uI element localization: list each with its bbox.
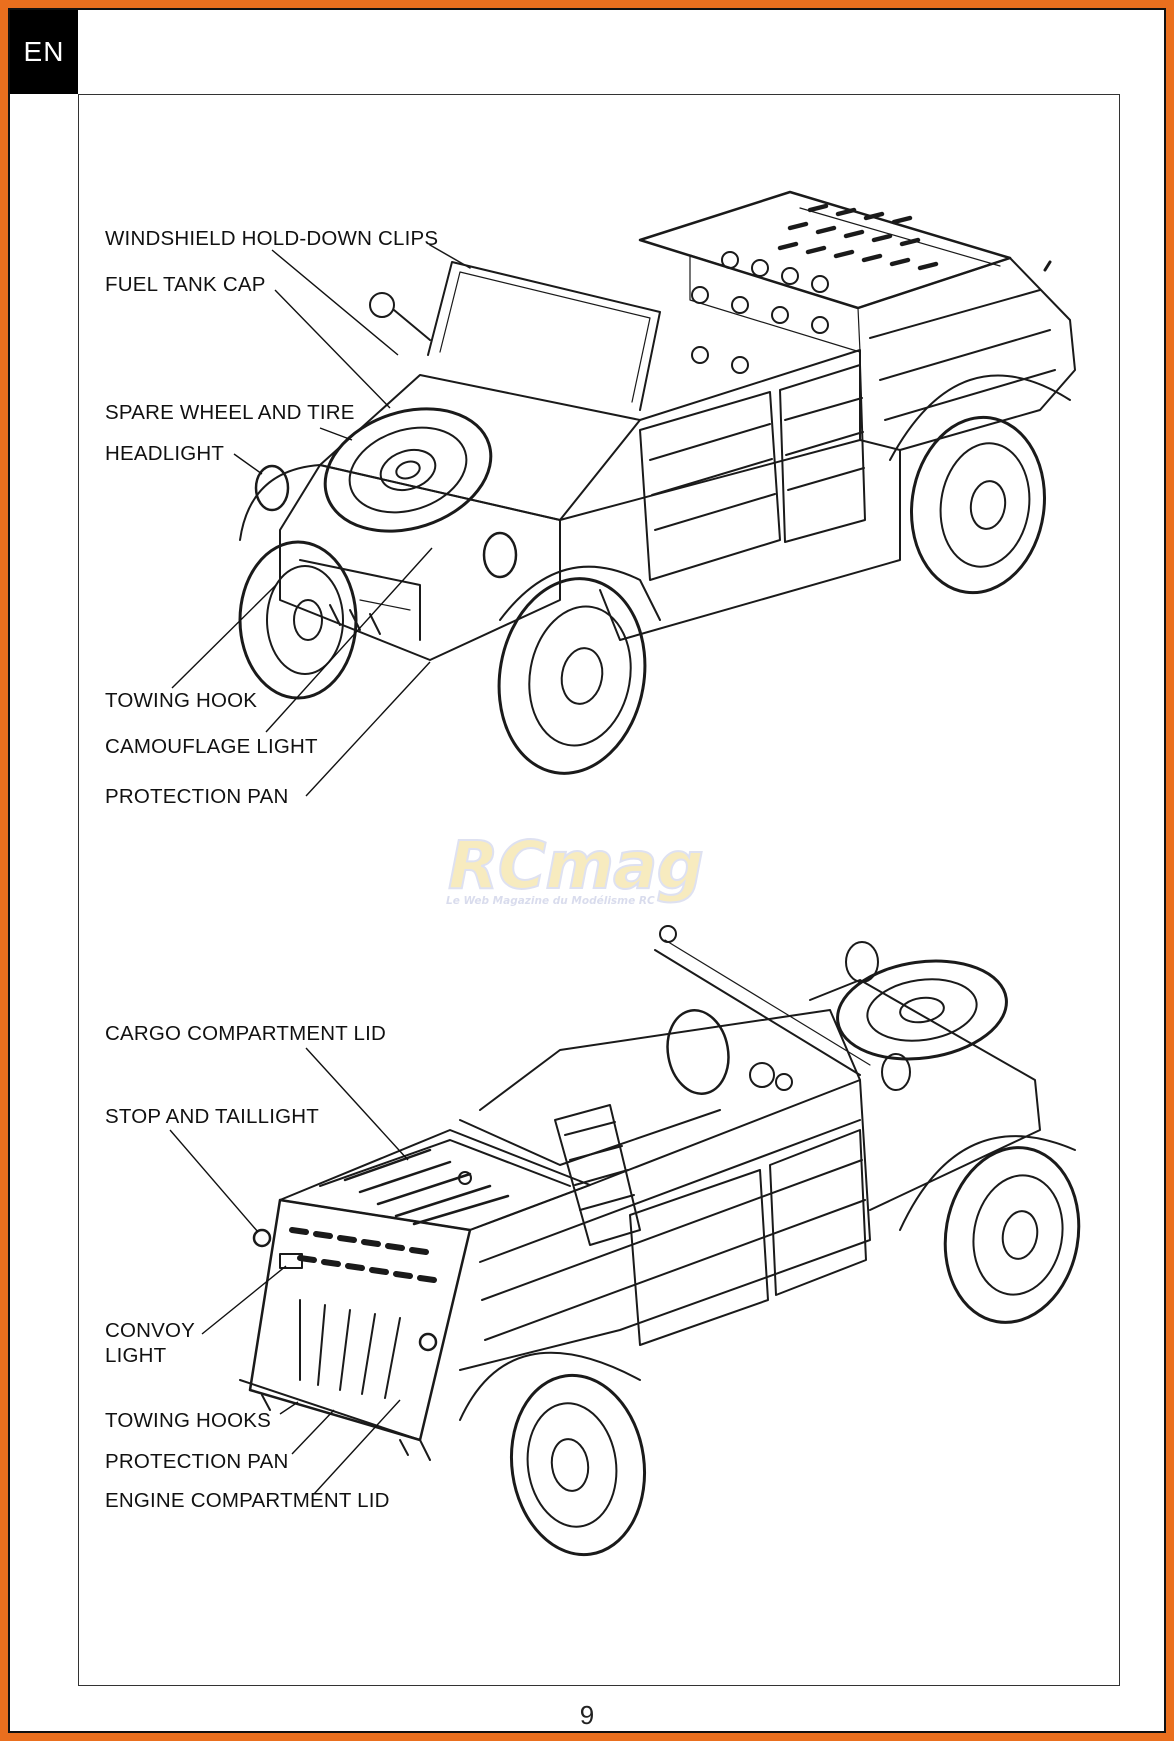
label-convoy-light-line2: LIGHT [105, 1344, 167, 1367]
leader-engine-lid [313, 1399, 401, 1495]
leader-headlight [233, 453, 263, 475]
label-windshield-hold-down-clips: WINDSHIELD HOLD-DOWN CLIPS [105, 227, 439, 250]
leader-convoy-light [201, 1265, 287, 1335]
label-fuel-tank-cap: FUEL TANK CAP [105, 273, 266, 296]
leader-protection-pan-rear [291, 1409, 335, 1455]
label-protection-pan-rear: PROTECTION PAN [105, 1450, 289, 1473]
label-cargo-compartment-lid: CARGO COMPARTMENT LID [105, 1022, 386, 1045]
label-spare-wheel-and-tire: SPARE WHEEL AND TIRE [105, 401, 355, 424]
label-towing-hook: TOWING HOOK [105, 689, 258, 712]
leader-cargo-lid [305, 1047, 409, 1161]
front-vehicle-drawing [238, 190, 1076, 775]
language-tab: EN [10, 10, 78, 94]
rcmag-watermark: RCmag Le Web Magazine du Modélisme RC [438, 826, 734, 915]
leader-camo-light [265, 547, 433, 733]
label-engine-compartment-lid: ENGINE COMPARTMENT LID [105, 1489, 390, 1512]
page-inner-edge [8, 8, 1166, 1733]
label-towing-hooks: TOWING HOOKS [105, 1409, 272, 1432]
leader-towing-hook [171, 584, 277, 689]
rear-vehicle-drawing [239, 925, 1081, 1557]
illustration-frame [78, 94, 1120, 1686]
label-camouflage-light: CAMOUFLAGE LIGHT [105, 735, 318, 758]
label-headlight: HEADLIGHT [105, 442, 225, 465]
leader-protection-pan-front [305, 661, 431, 797]
leader-fuel-cap [274, 289, 391, 409]
page-number: 9 [579, 1700, 595, 1730]
leader-stop-taillight [169, 1129, 259, 1233]
label-stop-and-taillight: STOP AND TAILLIGHT [105, 1105, 319, 1128]
label-convoy-light-line1: CONVOY [105, 1319, 196, 1342]
watermark-tagline: Le Web Magazine du Modélisme RC [446, 895, 655, 907]
leader-windshield [271, 249, 399, 356]
watermark-logo: RCmag [447, 826, 705, 905]
leader-spare-wheel [319, 427, 353, 441]
label-protection-pan-front: PROTECTION PAN [105, 785, 289, 808]
leader-towing-hooks [279, 1401, 299, 1415]
